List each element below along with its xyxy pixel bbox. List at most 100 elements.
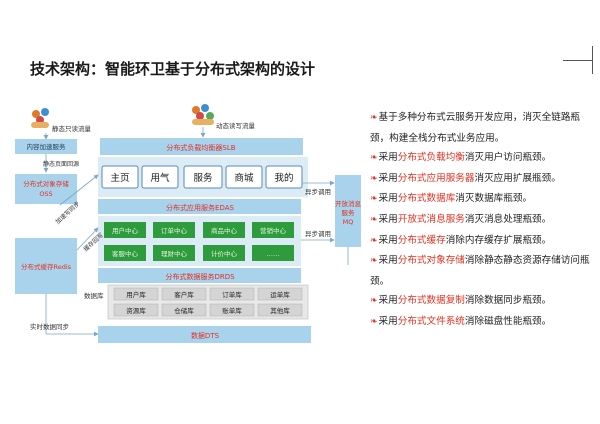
db-bill-label: 账单库: [222, 306, 242, 315]
benefit-highlight: 分布式负载均衡: [397, 152, 465, 164]
mq-label-line3: MQ: [343, 218, 354, 226]
benefit-item: ❧基于多种分布式云服务开发应用，消灭全链路瓶颈，构建全栈分布式业务应用。: [368, 108, 594, 148]
service-order-label: 订单中心: [161, 226, 188, 235]
cdn-label: 内容加速服务: [27, 142, 67, 151]
db-warehouse-label: 仓储库: [174, 306, 194, 315]
benefit-text-tail: 消灭数据库瓶颈。: [455, 193, 533, 205]
mq-box: [335, 175, 361, 247]
benefit-item: ❧采用分布式对象存储消除静态静态资源存储访问瓶颈。: [368, 251, 594, 291]
dynamic-flow-label: 动态读写流量: [216, 121, 256, 130]
benefit-highlight: 分布式数据复制: [397, 295, 465, 307]
service-pricing-label: 计价中心: [211, 249, 238, 258]
channel-home: [101, 165, 139, 189]
bullet-icon: ❧: [370, 113, 378, 123]
realtime-sync-label: 实时数据同步: [30, 322, 70, 331]
db-warehouse: [161, 303, 207, 317]
channel-gas: [141, 165, 179, 189]
db-user-label: 用户库: [126, 290, 146, 299]
benefit-text-tail: 消除静态静态资源存储访问瓶颈。: [370, 255, 590, 287]
channel-mine-label: 我的: [274, 172, 293, 184]
channel-mall-label: 商城: [234, 172, 254, 184]
mq-label-line2: 服务: [342, 208, 356, 217]
benefit-text-tail: 消除磁盘性能瓶颈。: [464, 315, 552, 327]
benefit-text-tail: 消灭用户访问瓶颈。: [464, 152, 552, 164]
service-finance-label: 理财中心: [161, 249, 188, 258]
db-order-label: 订单库: [222, 290, 242, 299]
static-flow-label: 静态只读流量: [52, 124, 92, 133]
db-resource-label: 资源库: [126, 306, 146, 315]
bullet-icon: ❧: [370, 316, 378, 327]
bullet-icon: ❧: [370, 214, 378, 225]
service-support-label: 客服中心: [112, 249, 139, 258]
bullet-icon: ❧: [370, 153, 378, 164]
mq-label-line1: 开放消息: [335, 199, 362, 208]
async-call-label-1: 异步调用: [305, 187, 331, 196]
channel-mine: [265, 165, 303, 189]
benefit-item: ❧采用分布式负载均衡消灭用户访问瓶颈。: [368, 148, 594, 169]
benefit-highlight: 分布式缓存: [397, 234, 446, 246]
channel-buttons: 主页 用气 服务 商城 我的: [101, 165, 303, 189]
benefit-text: 基于多种分布式云服务开发应用，消灭全链路瓶颈，构建全栈分布式业务应用。: [370, 112, 581, 144]
channel-home-label: 主页: [110, 172, 129, 184]
database-grid: 用户库 客户库 订单库 运单库 资源库 仓储库 账单库 其他库: [113, 287, 303, 317]
benefit-text: 采用: [378, 193, 398, 205]
db-waybill-label: 运单库: [270, 290, 290, 299]
slb-label: 分布式负载均衡器SLB: [166, 143, 235, 152]
benefit-text: 采用: [378, 255, 398, 267]
oss-label-line1: 分布式对象存储: [23, 179, 69, 188]
benefit-item: ❧采用分布式数据复制消除数据同步瓶颈。: [368, 291, 594, 312]
service-support: [104, 245, 146, 261]
benefit-highlight: 分布式应用服务器: [397, 172, 475, 184]
benefit-highlight: 分布式数据库: [397, 193, 456, 205]
bullet-icon: ❧: [370, 296, 378, 307]
db-bill: [209, 303, 255, 317]
benefit-text: 采用: [378, 315, 398, 327]
db-cluster-label: 数据库: [84, 291, 104, 300]
db-order: [209, 287, 255, 301]
benefit-highlight: 开放式消息服务: [397, 213, 465, 225]
benefit-text: 采用: [378, 152, 398, 164]
db-user: [113, 287, 159, 301]
service-user: [104, 222, 146, 238]
benefit-text: 采用: [378, 295, 398, 307]
service-goods: [203, 222, 245, 238]
corner-decoration-line: [563, 60, 593, 61]
channel-gas-label: 用气: [150, 172, 170, 184]
static-return-label: 静态页面回源: [43, 160, 79, 168]
redis-label: 分布式缓存Redis: [21, 262, 72, 271]
benefit-item: ❧采用分布式缓存消除内存缓存扩展瓶颈。: [368, 231, 594, 252]
benefit-text: 采用: [378, 172, 398, 184]
channel-mall: [225, 165, 263, 189]
db-resource: [113, 303, 159, 317]
db-customer-label: 客户库: [174, 290, 194, 299]
dts-box: [98, 326, 311, 343]
channel-service-label: 服务: [193, 172, 213, 184]
corner-decoration-tick: [592, 46, 593, 74]
channel-service: [183, 165, 223, 189]
bullet-icon: ❧: [370, 194, 378, 205]
service-more-label: ……: [267, 250, 280, 258]
users-icon-static: [31, 108, 49, 128]
service-marketing: [252, 222, 294, 238]
benefit-text: 采用: [378, 234, 398, 246]
db-other: [257, 303, 303, 317]
db-waybill: [257, 287, 303, 301]
users-icon-dynamic: [192, 104, 214, 125]
oss-label-line2: OSS: [39, 190, 52, 198]
edas-label: 分布式应用服务EDAS: [166, 203, 234, 212]
drds-label: 分布式数据服务DRDS: [165, 272, 235, 281]
benefit-item: ❧采用分布式文件系统消除磁盘性能瓶颈。: [368, 312, 594, 333]
service-user-label: 用户中心: [112, 226, 139, 235]
service-order: [153, 222, 195, 238]
redis-box: [15, 238, 77, 294]
db-other-label: 其他库: [270, 306, 290, 315]
bullet-icon: ❧: [370, 256, 378, 267]
service-grid: 用户中心 订单中心 商品中心 营销中心 客服中心 理财中心 计价中心 ……: [104, 222, 294, 261]
dts-label: 数据DTS: [191, 331, 220, 340]
benefit-text-tail: 消除数据同步瓶颈。: [464, 295, 552, 307]
service-pricing: [203, 245, 245, 261]
benefit-item: ❧采用分布式数据库消灭数据库瓶颈。: [368, 189, 594, 210]
edas-box: [98, 199, 301, 214]
benefit-highlight: 分布式对象存储: [397, 255, 465, 267]
